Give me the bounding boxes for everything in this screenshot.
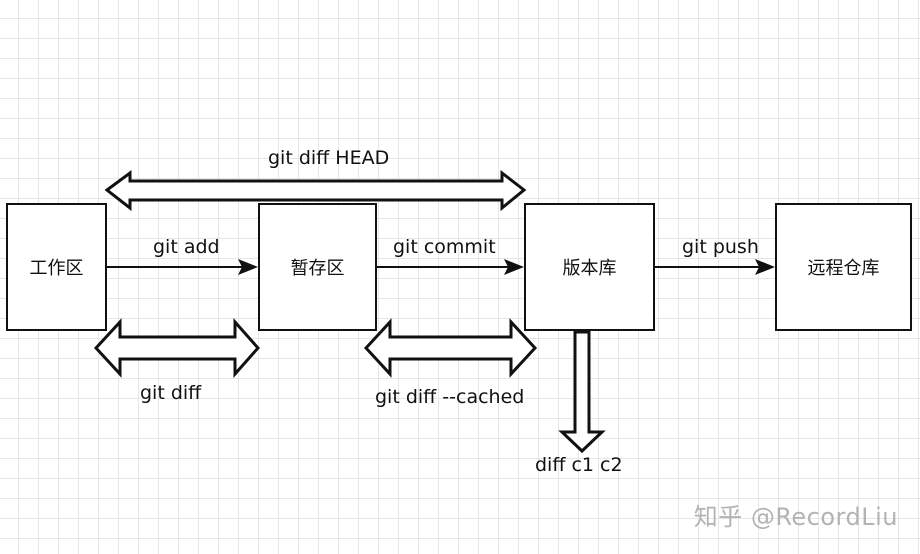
git-push-arrowhead [755,259,775,275]
staging-node: 暂存区 [258,203,377,331]
diff-c1-c2-down-arrow [558,330,606,454]
remote-node: 远程仓库 [775,203,912,331]
git-diff-double-arrow [93,318,261,378]
git-commit-label: git commit [393,236,496,258]
staging-label: 暂存区 [290,258,345,279]
git-diff-head-double-arrow [104,169,527,212]
remote-label: 远程仓库 [807,258,880,279]
git-push-label: git push [682,236,759,258]
git-commit-arrowhead [504,259,524,275]
git-diff-label: git diff [140,382,202,404]
zhihu-watermark: 知乎 @RecordLiu [693,503,898,531]
git-add-arrowhead [238,259,258,275]
workspace-label: 工作区 [29,258,84,279]
git-diff-head-label: git diff HEAD [268,147,390,169]
git-add-label: git add [153,236,220,258]
git-diff-cached-label: git diff --cached [375,386,525,408]
workspace-node: 工作区 [6,203,107,331]
git-diff-cached-double-arrow [363,318,538,378]
repository-label: 版本库 [562,258,617,279]
diff-c1-c2-label: diff c1 c2 [535,454,623,476]
repository-node: 版本库 [524,203,655,331]
